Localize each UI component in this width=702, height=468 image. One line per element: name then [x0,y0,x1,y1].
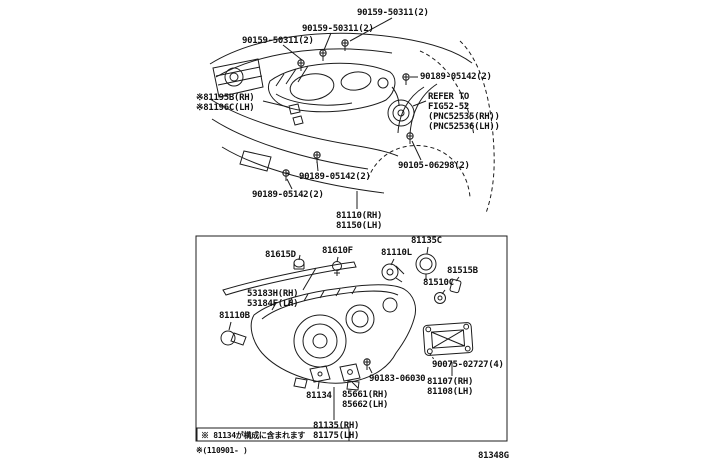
label-bracket-81134: 81134 [306,391,332,401]
label-headlamp-assy: 81110(RH) 81150(LH) [336,211,383,231]
label-bulb-81610f: 81610F [322,246,353,256]
label-cord-81515b: 81515B [447,266,478,276]
note-effective-date: ※(110901- ) [196,446,248,455]
label-socket-81510c: 81510C [423,278,454,288]
label-bulb-81110b: 81110B [219,311,250,321]
label-trim-53183h: 53183H(RH) 53184F(LH) [247,289,299,309]
label-marker-85661: 85661(RH) 85662(LH) [342,390,389,410]
label-bolt-90159-c: 90159-50311(2) [242,36,314,46]
label-screw-90183: 90183-06030 [369,374,426,384]
label-cap-81615d: 81615D [265,250,296,260]
vehicle-front-sketch [209,17,495,214]
exploded-view-box [195,235,508,442]
label-bolt-90159-b: 90159-50311(2) [302,24,374,34]
label-screw-90189-b: 90189-05142(2) [299,172,371,182]
label-bolt-90159-a: 90159-50311(2) [357,8,429,18]
note-inclusion: ※ 81134が構成に含まれます [201,431,306,440]
label-retainer-81195: ※81195B(RH) ※81196C(LH) [196,93,255,113]
label-bulb-81110l: 81110L [381,248,412,258]
label-ballast-81107: 81107(RH) 81108(LH) [427,377,474,397]
label-unit-81135: 81135(RH) 81175(LH) [313,421,360,441]
label-refer-note: REFER TO FIG52-52 (PNC52535(RH)) (PNC525… [428,92,500,132]
label-bolt-90105: 90105-06298(2) [398,161,470,171]
label-socket-81135c: 81135C [411,236,442,246]
label-screw-90075: 90075-02727(4) [432,360,504,370]
figure-code: 81348G [478,451,509,461]
label-screw-90189-c: 90189-05142(2) [252,190,324,200]
label-screw-90189-a: 90189-05142(2) [420,72,492,82]
